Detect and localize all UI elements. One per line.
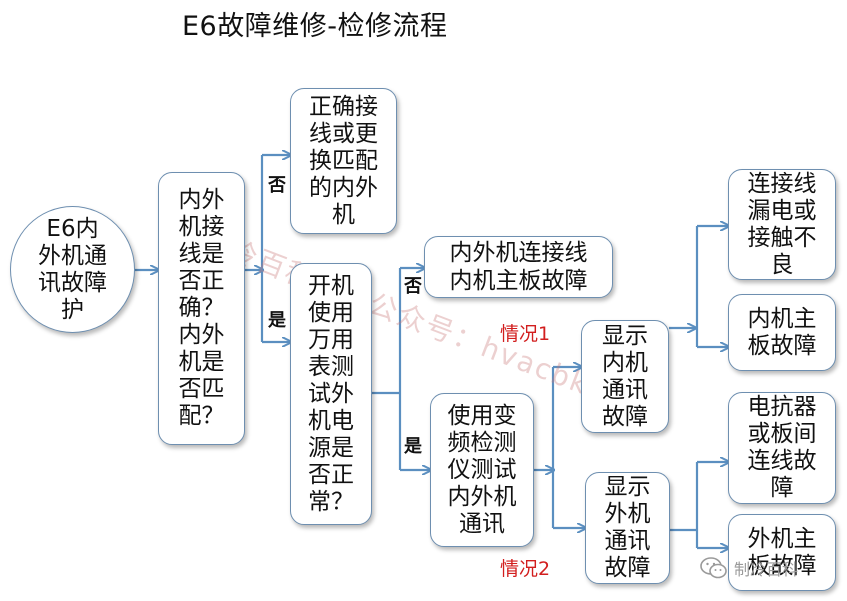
node-reactor-text: 电抗器 或板间 连线故 障 — [747, 394, 817, 501]
node-check-wiring: 内外 机接 线是 否正 确？ 内外 机是 否匹 配？ — [158, 172, 245, 445]
node-outdoor-comm: 显示 外机 通讯 故障 — [585, 472, 670, 584]
node-leak: 连接线 漏电或 接触不 良 — [728, 169, 836, 280]
node-outdoor-board: 外机主 板故障 — [728, 514, 836, 591]
node-fix-wiring-text: 正确接 线或更 换匹配 的内外 机 — [309, 93, 378, 228]
node-inverter-test: 使用变 频检测 仪测试 内外机 通讯 — [430, 393, 534, 547]
node-start: E6内 外机通 讯故障 护 — [10, 206, 135, 333]
node-indoor-board-text: 内机主 板故障 — [747, 305, 817, 359]
label-yes-2: 是 — [404, 436, 422, 457]
node-start-text: E6内 外机通 讯故障 护 — [38, 215, 107, 323]
label-no-1: 否 — [268, 175, 286, 196]
node-inverter-test-text: 使用变 频检测 仪测试 内外机 通讯 — [447, 402, 517, 537]
node-indoor-comm: 显示 内机 通讯 故障 — [581, 320, 669, 433]
node-outdoor-board-text: 外机主 板故障 — [747, 525, 817, 579]
label-yes-1: 是 — [268, 310, 286, 331]
node-fix-wiring: 正确接 线或更 换匹配 的内外 机 — [290, 88, 397, 234]
node-reactor: 电抗器 或板间 连线故 障 — [728, 392, 836, 504]
node-board-fault-text: 内外机连接线 内机主板故障 — [449, 240, 588, 294]
node-check-power: 开机 使用 万用 表测 试外 机电 源是 否正 常？ — [290, 263, 372, 525]
node-check-power-text: 开机 使用 万用 表测 试外 机电 源是 否正 常？ — [308, 272, 354, 515]
logo-text: 制冷百科 — [734, 560, 799, 579]
source-logo: 制冷百科 — [700, 548, 835, 588]
label-case-2: 情况2 — [500, 558, 551, 580]
node-board-fault: 内外机连接线 内机主板故障 — [424, 236, 613, 298]
node-outdoor-comm-text: 显示 外机 通讯 故障 — [604, 474, 651, 581]
node-indoor-comm-text: 显示 内机 通讯 故障 — [602, 322, 648, 430]
wechat-icon — [700, 557, 727, 579]
node-indoor-board: 内机主 板故障 — [728, 294, 836, 371]
label-case-1: 情况1 — [500, 323, 551, 345]
node-check-wiring-text: 内外 机接 线是 否正 确？ 内外 机是 否匹 配？ — [178, 187, 225, 429]
label-no-2: 否 — [404, 276, 422, 297]
node-leak-text: 连接线 漏电或 接触不 良 — [747, 170, 817, 278]
diagram-title: E6故障维修-检修流程 — [182, 11, 448, 42]
